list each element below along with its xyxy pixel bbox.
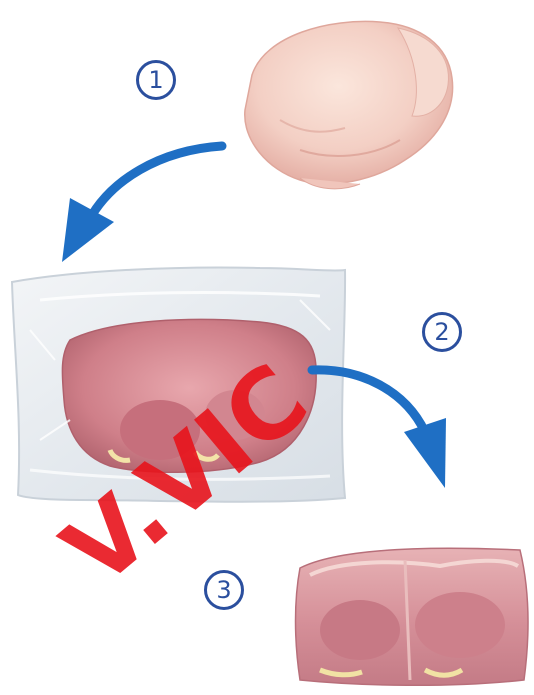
raw-chicken-image (245, 21, 453, 188)
step-1-label: 1 (136, 60, 176, 100)
meat-block-image (296, 548, 529, 685)
step-2-label: 2 (422, 312, 462, 352)
arrow-step-1-to-2 (62, 146, 222, 262)
step-3-label: 3 (204, 570, 244, 610)
